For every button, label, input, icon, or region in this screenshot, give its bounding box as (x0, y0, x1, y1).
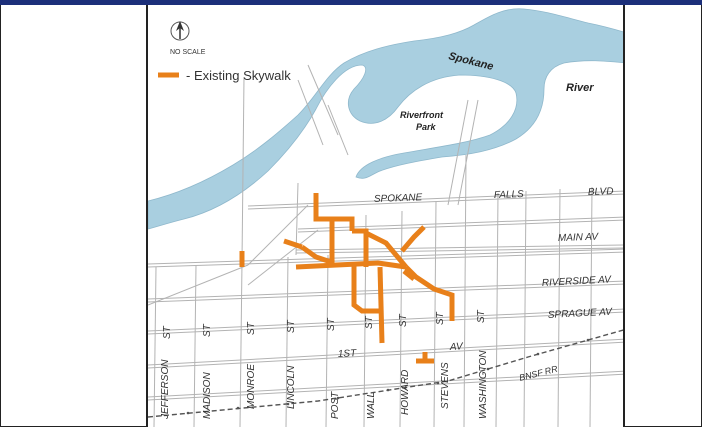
street-label-1st-av: AV (449, 341, 465, 353)
street-label-madison: MADISON (202, 372, 213, 419)
skywalk-segment (404, 265, 455, 321)
skywalk-map: NO SCALE - Existing Skywalk Spokane Rive… (146, 5, 625, 427)
skywalk-network (239, 193, 455, 364)
street-label-st: ST (326, 317, 337, 331)
skywalk-segment (351, 265, 382, 314)
skywalk-segment (352, 228, 369, 267)
map-canvas: NO SCALE - Existing Skywalk Spokane Rive… (148, 8, 623, 427)
street-label-1st: 1ST (338, 348, 358, 360)
street-label-st: ST (246, 321, 257, 335)
street-label-st: ST (162, 325, 173, 339)
street-label-st: ST (286, 319, 297, 333)
skywalk-segment (295, 260, 407, 270)
street-label-spokane: SPOKANE (374, 192, 423, 205)
street-label-lincoln: LINCOLN (286, 365, 297, 409)
spokane-river (148, 8, 623, 230)
street-label-monroe: MONROE (246, 364, 257, 409)
street-label-st: ST (476, 309, 487, 323)
street-label-falls: FALLS (494, 189, 525, 201)
skywalk-segment (283, 238, 303, 250)
street-label-washington: WASHINGTON (478, 350, 489, 419)
street-label-wall: WALL (366, 392, 377, 419)
skywalk-segment (377, 266, 385, 344)
street-label-jefferson: JEFFERSON (160, 359, 171, 420)
street-label-riverside: RIVERSIDE AV (542, 274, 613, 289)
park-label-line2: Park (416, 122, 437, 132)
no-scale-label: NO SCALE (170, 49, 206, 56)
skywalk-segment (402, 269, 416, 281)
street-label-st: ST (202, 323, 213, 337)
top-banner-bar (0, 0, 702, 5)
street-label-blvd: BLVD (588, 186, 614, 198)
street-grid (148, 64, 623, 427)
street-label-stevens: STEVENS (440, 362, 451, 409)
bnsf-railroad (148, 329, 623, 418)
street-label-post: POST (330, 391, 341, 419)
street-label-st: ST (435, 311, 446, 325)
street-label-st: ST (398, 313, 409, 327)
north-arrow (170, 21, 190, 41)
street-label-st: ST (364, 315, 375, 329)
park-label-line1: Riverfront (400, 110, 444, 120)
street-label-howard: HOWARD (400, 370, 411, 415)
skywalk-segment (364, 230, 408, 269)
street-label-main: MAIN AV (558, 232, 600, 244)
skywalk-segment (400, 225, 426, 253)
skywalk-segment (416, 352, 434, 364)
legend-skywalk-label: - Existing Skywalk (186, 68, 291, 83)
skywalk-segment (300, 244, 335, 266)
river-label-river: River (566, 82, 594, 94)
street-label-sprague: SPRAGUE AV (548, 307, 614, 321)
